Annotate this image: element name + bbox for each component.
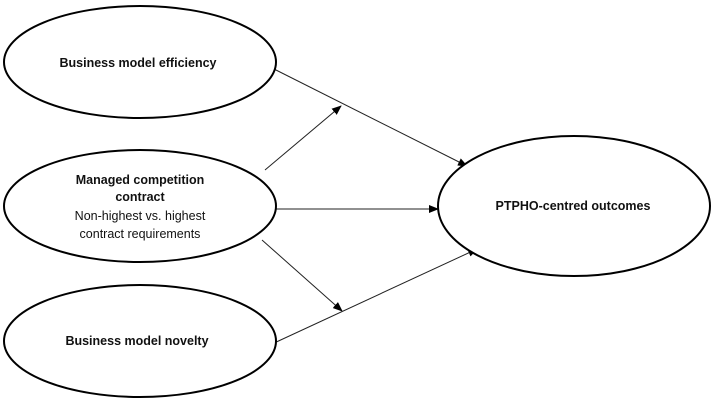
- node-contract-title-line2: contract: [115, 190, 165, 204]
- edge-contract-to-efficiency-path: [264, 105, 342, 171]
- node-ptpho-centred-outcomes: PTPHO-centred outcomes: [437, 135, 711, 277]
- edge-efficiency-to-outcomes: [271, 67, 468, 167]
- node-outcomes-ellipse: [437, 135, 711, 277]
- edge-contract-to-novelty-path: [261, 239, 343, 312]
- edge-novelty-to-outcomes: [271, 248, 478, 345]
- node-business-model-novelty: Business model novelty: [3, 284, 277, 398]
- node-outcomes-label: PTPHO-centred outcomes: [496, 199, 651, 213]
- node-novelty-label: Business model novelty: [65, 334, 208, 348]
- node-contract-sub-line2: contract requirements: [80, 227, 201, 241]
- node-managed-competition-contract: Managed competition contract Non-highest…: [3, 149, 277, 263]
- node-efficiency-ellipse: [3, 5, 277, 119]
- node-contract-ellipse: [3, 149, 277, 263]
- node-efficiency-label: Business model efficiency: [59, 56, 216, 70]
- edges: [261, 67, 478, 345]
- node-contract-sub-line1: Non-highest vs. highest: [75, 209, 206, 223]
- node-novelty-ellipse: [3, 284, 277, 398]
- node-business-model-efficiency: Business model efficiency: [3, 5, 277, 119]
- node-contract-title-line1: Managed competition: [76, 173, 204, 187]
